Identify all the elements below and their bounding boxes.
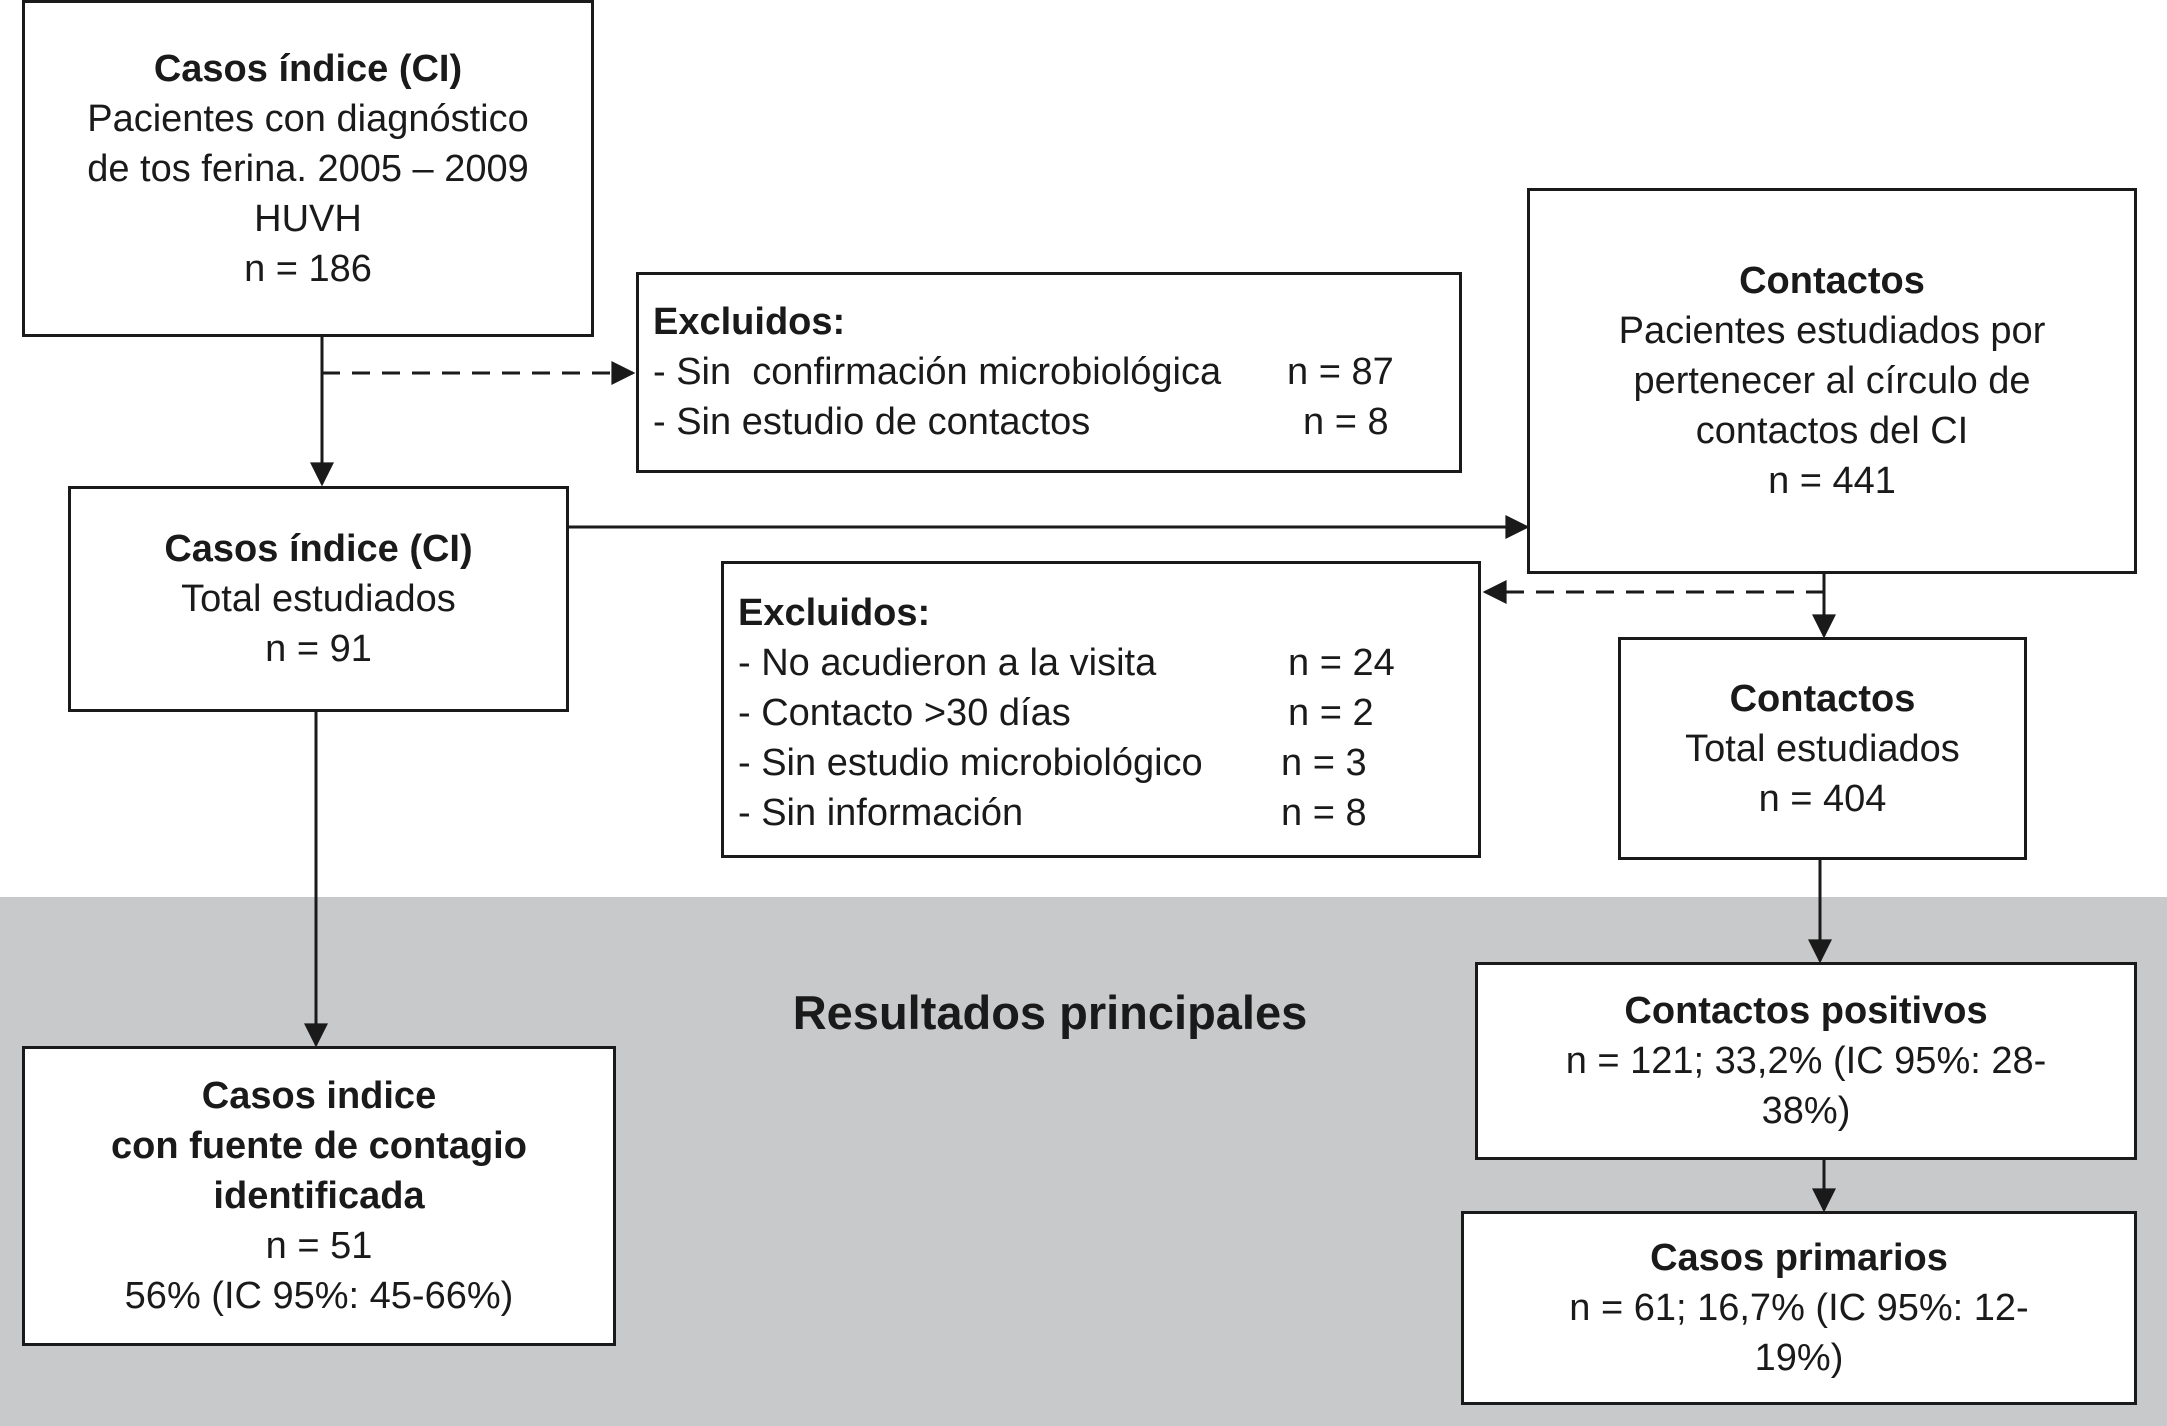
list-item: - Sin estudio de contactos n = 8 <box>653 397 1459 447</box>
item-n: n = 3 <box>1281 742 1367 784</box>
list-item: - Contacto >30 días n = 2 <box>738 688 1478 738</box>
item-label: - Sin estudio de contactos <box>653 401 1091 443</box>
box-title: Casos índice (CI) <box>164 528 473 570</box>
contacts-box: Contactos Pacientes estudiados por perte… <box>1527 188 2137 574</box>
item-n: n = 24 <box>1288 642 1395 684</box>
item-label: - Sin información <box>738 792 1024 834</box>
primary-cases-box: Casos primarios n = 61; 16,7% (IC 95%: 1… <box>1461 1211 2137 1405</box>
box-line: 38%) <box>1761 1090 1851 1132</box>
item-label: - No acudieron a la visita <box>738 642 1157 684</box>
box-line: 56% (IC 95%: 45-66%) <box>124 1275 514 1317</box>
box-line: n = 404 <box>1758 777 1887 820</box>
box-line: 19%) <box>1754 1337 1844 1379</box>
box-title: Casos primarios <box>1650 1237 1948 1279</box>
list-item: - Sin confirmación microbiológica n = 87 <box>653 347 1459 397</box>
box-title: con fuente de contagio <box>111 1125 527 1167</box>
item-label: - Contacto >30 días <box>738 692 1071 734</box>
box-line: contactos del CI <box>1695 410 1969 452</box>
item-n: n = 8 <box>1303 401 1389 443</box>
box-line: Total estudiados <box>1685 727 1960 770</box>
contacts-studied-box: Contactos Total estudiados n = 404 <box>1618 637 2027 860</box>
box-line: de tos ferina. 2005 – 2009 <box>87 147 529 190</box>
list-item: - Sin información n = 8 <box>738 788 1478 838</box>
box-line: pertenecer al círculo de <box>1633 360 2031 402</box>
item-n: n = 87 <box>1287 351 1394 393</box>
index-studied-box: Casos índice (CI) Total estudiados n = 9… <box>68 486 569 712</box>
box-title: Excluidos: <box>653 301 846 343</box>
item-label: - Sin estudio microbiológico <box>738 742 1203 784</box>
box-line: Pacientes estudiados por <box>1618 310 2046 352</box>
item-n: n = 2 <box>1288 692 1374 734</box>
box-line: HUVH <box>254 197 362 240</box>
list-item: - No acudieron a la visita n = 24 <box>738 638 1478 688</box>
box-line: Pacientes con diagnóstico <box>87 97 529 140</box>
box-line: Total estudiados <box>181 578 456 620</box>
box-line: n = 51 <box>265 1225 373 1267</box>
positive-contacts-box: Contactos positivos n = 121; 33,2% (IC 9… <box>1475 962 2137 1160</box>
box-title: Casos indice <box>201 1075 437 1117</box>
list-item: - Sin estudio microbiológico n = 3 <box>738 738 1478 788</box>
excluded-box-2: Excluidos: - No acudieron a la visita n =… <box>721 561 1481 858</box>
box-title: Contactos positivos <box>1624 990 1988 1032</box>
box-title: Contactos <box>1729 677 1916 720</box>
index-source-box: Casos indice con fuente de contagio iden… <box>22 1046 616 1346</box>
box-line: n = 121; 33,2% (IC 95%: 28- <box>1565 1040 2047 1082</box>
item-n: n = 8 <box>1281 792 1367 834</box>
box-title: Contactos <box>1739 260 1925 302</box>
box-title: Casos índice (CI) <box>153 47 463 90</box>
box-line: n = 186 <box>244 247 372 290</box>
box-line: n = 441 <box>1768 460 1896 502</box>
results-title: Resultados principales <box>792 986 1308 1039</box>
box-line: n = 91 <box>265 628 372 670</box>
box-line: n = 61; 16,7% (IC 95%: 12- <box>1569 1287 2029 1329</box>
item-label: - Sin confirmación microbiológica <box>653 351 1222 393</box>
excluded-box-1: Excluidos: - Sin confirmación microbioló… <box>636 272 1462 473</box>
box-title: Excluidos: <box>738 592 931 634</box>
index-cases-box: Casos índice (CI) Pacientes con diagnóst… <box>22 0 594 337</box>
box-title: identificada <box>213 1175 425 1217</box>
